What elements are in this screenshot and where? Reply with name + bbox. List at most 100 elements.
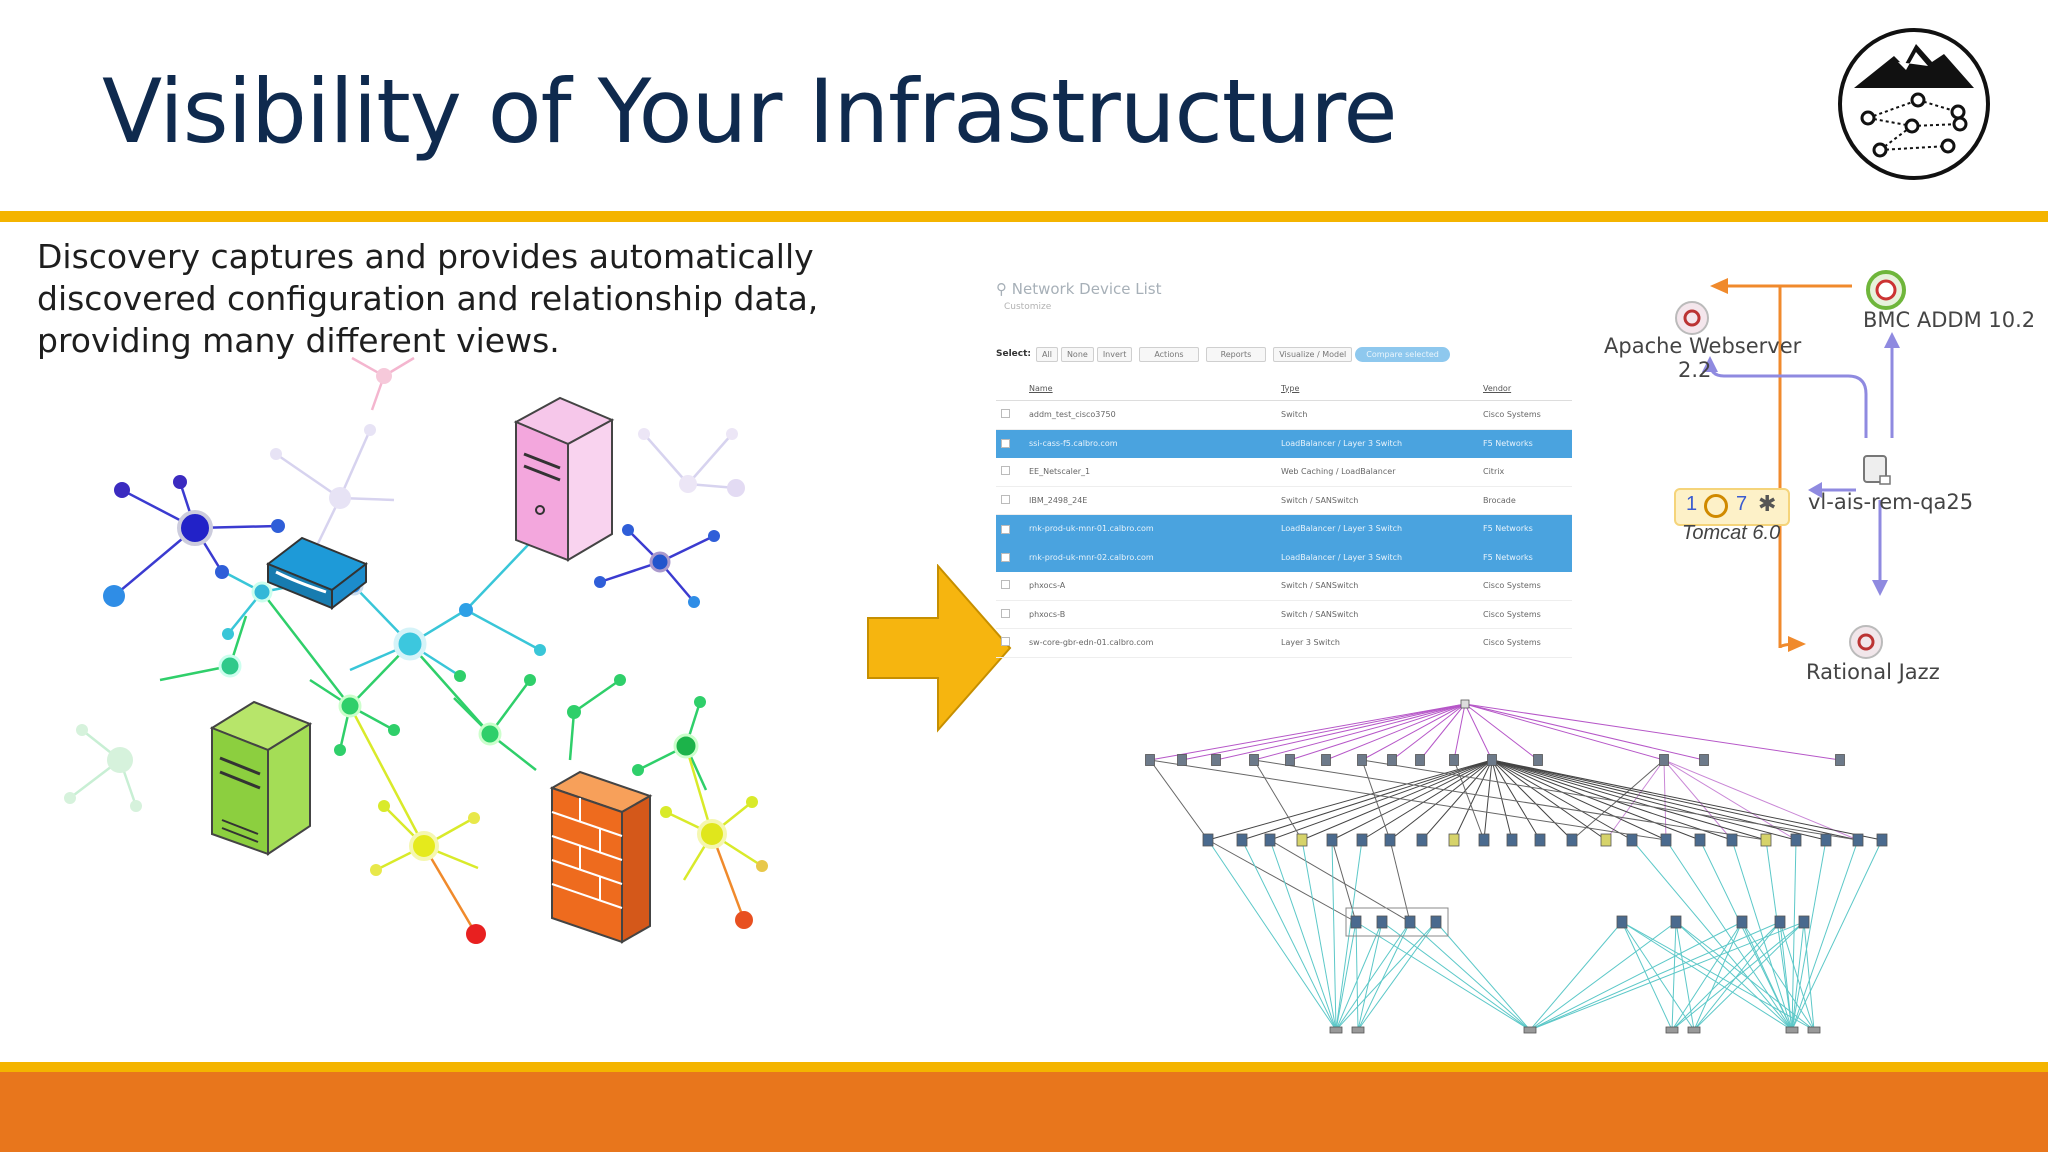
cell-vendor: Cisco Systems [1482,628,1572,658]
cell-name: IBM_2498_24E [1028,486,1280,515]
topology-node [1626,833,1638,847]
slide-description: Discovery captures and provides automati… [37,237,819,360]
select-label: Select: [996,349,1032,359]
row-checkbox[interactable] [1001,608,1010,618]
cell-type: Switch / SANSwitch [1280,600,1482,629]
topology-node [1448,833,1460,847]
topology-node [1376,915,1388,929]
topology-node [1351,1026,1365,1034]
row-checkbox[interactable] [1001,580,1010,590]
topology-node [1665,1026,1679,1034]
network-device-list: ⚲ Network Device List Customize Select: … [990,274,1580,658]
cell-vendor: Citrix [1482,457,1572,487]
tomcat-icon [1704,494,1728,518]
cell-type: LoadBalancer / Layer 3 Switch [1280,514,1482,544]
row-checkbox[interactable] [1001,466,1010,476]
row-checkbox[interactable]: ✓ [1001,553,1010,563]
bmc-addm-icon [1866,270,1906,310]
topology-node [1145,754,1155,766]
node-apache-version: 2.2 [1678,358,1712,382]
cell-name: phxocs-B [1028,600,1280,629]
row-checkbox[interactable]: ✓ [1001,439,1010,449]
topology-node [1415,754,1425,766]
row-checkbox[interactable]: ✓ [1001,524,1010,534]
node-rational-jazz[interactable]: Rational Jazz [1806,660,1940,684]
select-invert-button[interactable]: Invert [1096,346,1133,362]
topology-node [1785,1026,1799,1034]
topology-node [1760,833,1772,847]
rational-jazz-icon [1849,625,1883,659]
node-host[interactable]: vl-ais-rem-qa25 [1808,490,1974,514]
topology-node [1660,833,1672,847]
topology-node [1350,915,1362,929]
device-search[interactable]: ⚲ Network Device List [996,280,1161,298]
node-bmc-addm[interactable]: BMC ADDM 10.2 [1863,308,2036,332]
row-checkbox[interactable] [1001,494,1010,504]
topology-node [1211,754,1221,766]
cell-type: Switch / SANSwitch [1280,571,1482,601]
topology-node [1329,1026,1343,1034]
switch-icon [266,536,368,611]
apache-icon [1675,301,1709,335]
topology-node [1478,833,1490,847]
topology-node [1726,833,1738,847]
top-accent-rule [0,211,2048,222]
topology-node [1699,754,1709,766]
topology-node [1177,754,1187,766]
topology-node [1600,833,1612,847]
select-none-button[interactable]: None [1060,346,1094,362]
topology-node [1533,754,1543,766]
cell-vendor: Cisco Systems [1482,600,1572,629]
actions-dropdown[interactable]: Actions [1139,346,1199,362]
cell-name: EE_Netscaler_1 [1028,457,1280,487]
select-all-button[interactable]: All [1036,346,1058,362]
tomcat-group[interactable]: 1 7 ✱ [1674,488,1790,526]
network-illustration [64,356,768,944]
column-type[interactable]: Type [1280,376,1482,401]
cell-vendor: F5 Networks [1482,429,1572,458]
bottom-accent-rule [0,1062,2048,1072]
topology-node [1321,754,1331,766]
firewall-icon [549,770,653,944]
row-checkbox[interactable] [1001,409,1010,419]
column-vendor[interactable]: Vendor [1482,376,1572,401]
topology-node [1687,1026,1701,1034]
mountain-network-logo [1838,28,1990,180]
topology-node [1820,833,1832,847]
node-tomcat[interactable]: Tomcat 6.0 [1682,522,1781,544]
visualize-model-button[interactable]: Visualize / Model [1273,346,1353,362]
cell-vendor: F5 Networks [1482,543,1572,572]
host-icon [1863,455,1891,485]
node-apache[interactable]: Apache Webserver [1604,334,1802,358]
server-icon-pink [513,396,615,562]
search-icon: ⚲ [996,280,1007,298]
topology-node [1296,833,1308,847]
cell-type: Switch / SANSwitch [1280,486,1482,515]
table-header-row: Name Type Vendor [996,376,1572,401]
customize-link[interactable]: Customize [1004,302,1052,312]
column-name[interactable]: Name [1028,376,1280,401]
relationship-diagram [1675,270,1906,659]
topology-node [1264,833,1276,847]
row-checkbox[interactable] [1001,637,1010,647]
topology-node [1236,833,1248,847]
cell-type: Layer 3 Switch [1280,628,1482,658]
reports-dropdown[interactable]: Reports [1205,346,1267,362]
server-icon-green [209,700,313,856]
arrow-right-icon [867,564,1012,733]
topology-root-node [1460,699,1470,709]
cell-type: Web Caching / LoadBalancer [1280,457,1482,487]
compare-selected-button[interactable]: Compare selected [1355,346,1450,362]
selection-toolbar: Select: All None Invert Actions Reports … [996,344,1450,364]
topology-node [1566,833,1578,847]
